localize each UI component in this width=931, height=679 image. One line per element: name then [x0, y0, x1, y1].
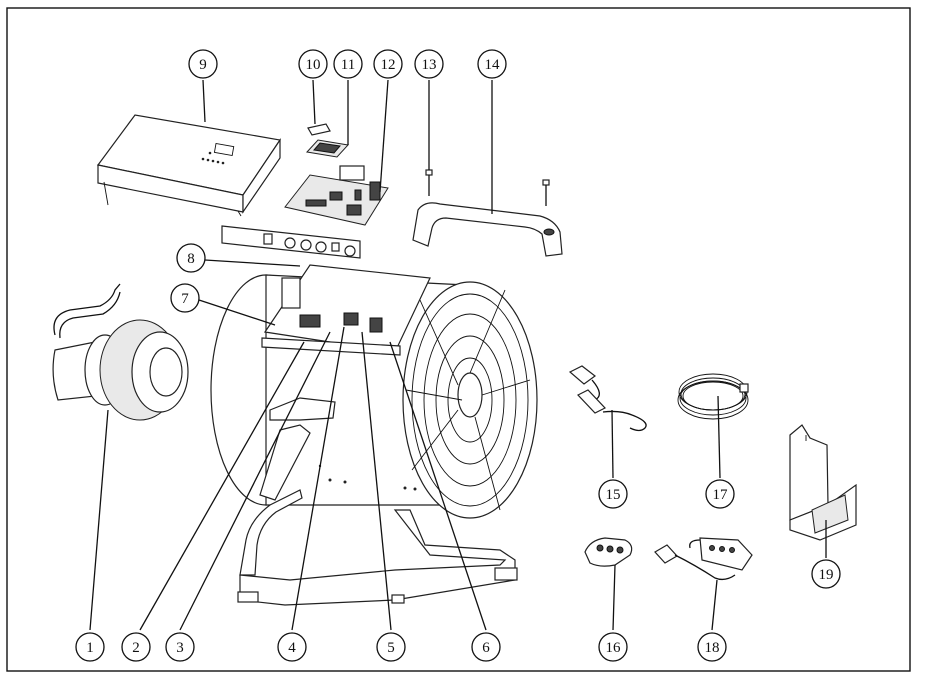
handle-part — [412, 202, 563, 257]
callout-18-label: 18 — [705, 640, 720, 656]
callout-5-label: 5 — [387, 640, 395, 656]
callout-12-label: 12 — [381, 57, 396, 73]
callout-3-label: 3 — [176, 640, 184, 656]
wall-bracket-part — [789, 424, 857, 541]
callout-6: 6 — [471, 632, 501, 662]
callout-1-label: 1 — [86, 640, 94, 656]
callout-10: 10 — [298, 49, 328, 79]
motor-part — [52, 283, 189, 421]
control-board-part — [284, 165, 389, 226]
callout-12: 12 — [373, 49, 403, 79]
callout-17: 17 — [705, 479, 735, 509]
callout-14: 14 — [477, 49, 507, 79]
callout-15: 15 — [598, 479, 628, 509]
callout-2: 2 — [121, 632, 151, 662]
label-plate-part — [307, 123, 331, 136]
top-cover-part — [96, 114, 282, 217]
cable-coil-part — [677, 373, 749, 420]
callout-4-label: 4 — [288, 640, 296, 656]
bracket-part — [259, 397, 336, 501]
callout-13-label: 13 — [422, 57, 437, 73]
callout-7: 7 — [170, 283, 200, 313]
callout-13: 13 — [414, 49, 444, 79]
callout-18: 18 — [697, 632, 727, 662]
callout-15-label: 15 — [606, 487, 621, 503]
callout-11: 11 — [333, 49, 363, 79]
callout-16-label: 16 — [606, 640, 622, 656]
callout-8-label: 8 — [187, 251, 195, 267]
callout-7-label: 7 — [181, 291, 189, 307]
callout-8: 8 — [176, 243, 206, 273]
wired-controller-part — [654, 537, 753, 581]
stand-part — [237, 489, 518, 606]
callout-11-label: 11 — [341, 57, 355, 73]
callout-3: 3 — [165, 632, 195, 662]
fan-housing-part — [210, 264, 538, 519]
power-cord-part — [568, 365, 647, 432]
callout-19-label: 19 — [819, 567, 834, 583]
callout-5: 5 — [376, 632, 406, 662]
callout-14-label: 14 — [485, 57, 501, 73]
display-module-part — [306, 139, 349, 158]
callout-10-label: 10 — [306, 57, 321, 73]
callout-17-label: 17 — [713, 487, 729, 503]
callout-4: 4 — [277, 632, 307, 662]
callout-6-label: 6 — [482, 640, 490, 656]
callout-19: 19 — [811, 559, 841, 589]
leader-lines — [89, 79, 827, 631]
callout-9-label: 9 — [199, 57, 207, 73]
remote-control-part — [584, 537, 633, 567]
callout-16: 16 — [598, 632, 628, 662]
callout-9: 9 — [188, 49, 218, 79]
callout-1: 1 — [75, 632, 105, 662]
connector-plate-part — [221, 225, 361, 259]
callout-2-label: 2 — [132, 640, 140, 656]
